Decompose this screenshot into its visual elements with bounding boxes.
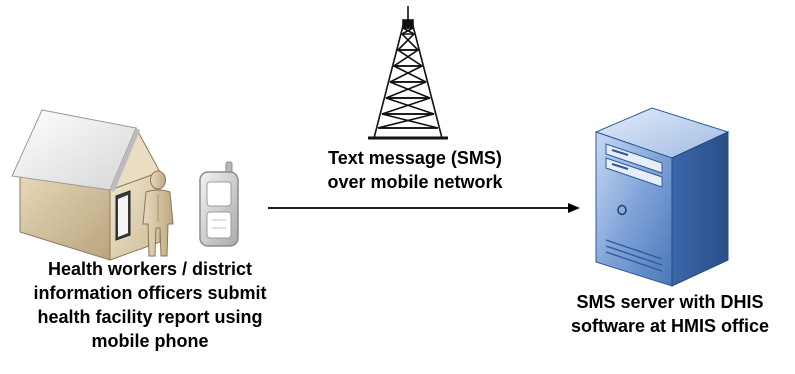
label-line: mobile phone <box>91 331 209 351</box>
label-line: SMS server with DHIS <box>576 292 764 312</box>
label-line: software at HMIS office <box>570 316 770 336</box>
cell-tower-icon <box>368 6 448 140</box>
server-tower-icon <box>594 107 730 287</box>
label-line: information officers submit <box>33 283 267 303</box>
person-icon <box>142 170 174 257</box>
label-line: health facility report using <box>37 307 263 327</box>
mobile-phone-icon <box>199 161 239 247</box>
health-workers-label: Health workers / district information of… <box>0 257 300 353</box>
label-line: over mobile network <box>327 172 503 192</box>
label-line: Text message (SMS) <box>328 148 502 168</box>
label-line: Health workers / district <box>47 259 253 279</box>
sms-network-label: Text message (SMS) over mobile network <box>295 146 535 194</box>
sms-server-label: SMS server with DHIS software at HMIS of… <box>545 290 795 338</box>
house-icon <box>11 109 161 261</box>
